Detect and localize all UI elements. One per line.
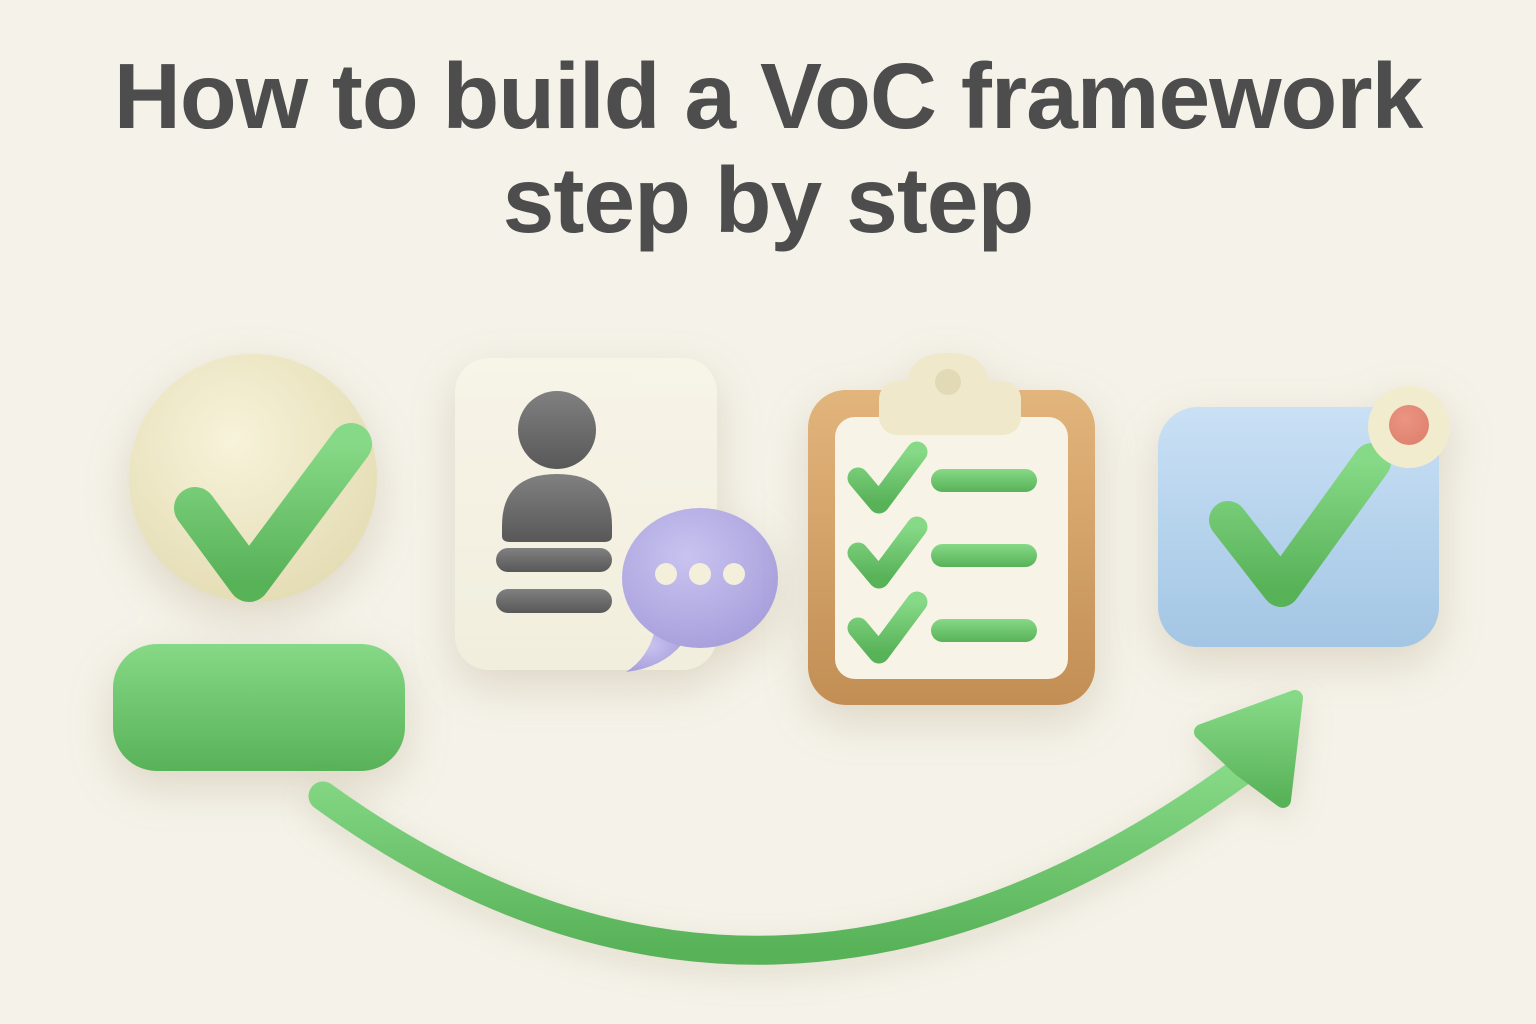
clipboard-clip xyxy=(879,353,1021,435)
checkmark-icon xyxy=(1209,443,1391,607)
curved-growth-arrow-icon xyxy=(308,690,1303,965)
notification-dot-icon xyxy=(1368,386,1450,468)
step4-task-complete-card-icon xyxy=(1158,386,1450,647)
arrow-head xyxy=(1194,690,1303,808)
text-line-bar xyxy=(496,589,612,613)
checkmark-icon xyxy=(847,441,928,514)
arrow-shaft xyxy=(308,755,1258,965)
ellipsis-dot xyxy=(689,563,711,585)
checklist-row xyxy=(847,441,1037,514)
list-line-bar xyxy=(931,619,1037,642)
clip-hole xyxy=(935,369,961,395)
checkmark-icon xyxy=(847,516,928,589)
list-line-bar xyxy=(931,469,1037,492)
checkmark-icon xyxy=(847,591,928,664)
page-title: How to build a VoC framework step by ste… xyxy=(0,44,1536,252)
step3-checklist-clipboard-icon xyxy=(808,353,1095,705)
step1-checkmark-circle-icon xyxy=(113,354,405,771)
cream-circle xyxy=(129,354,377,602)
text-line-bar xyxy=(496,548,612,572)
ellipsis-dot xyxy=(723,563,745,585)
ellipsis-dot xyxy=(655,563,677,585)
step2-customer-profile-card-icon xyxy=(455,358,778,672)
page-title-line2: step by step xyxy=(502,148,1035,253)
checklist-row xyxy=(847,591,1037,664)
green-button-bar xyxy=(113,644,405,771)
person-icon xyxy=(502,391,612,542)
speech-bubble-icon xyxy=(622,508,778,672)
list-line-bar xyxy=(931,544,1037,567)
page-title-line1: How to build a VoC framework xyxy=(113,44,1424,148)
checklist-row xyxy=(847,516,1037,589)
checkmark-icon xyxy=(174,423,372,602)
